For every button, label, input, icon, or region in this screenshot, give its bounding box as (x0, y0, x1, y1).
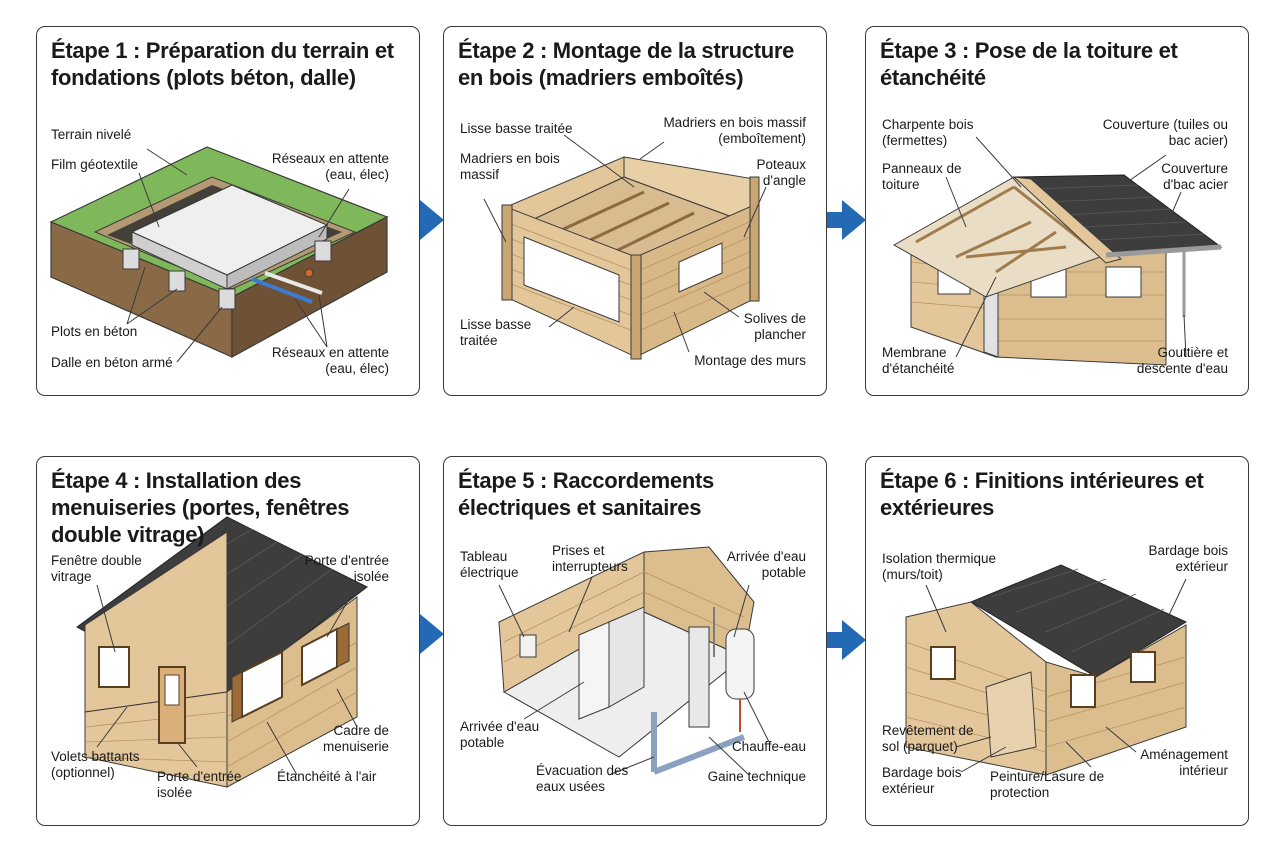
label-plots-beton: Plots en béton (51, 324, 137, 340)
label-montage-murs: Montage des murs (664, 353, 806, 369)
label-tableau-electrique: Tableau électrique (460, 549, 530, 581)
label-lisse-basse-haut: Lisse basse traitée (460, 121, 573, 137)
label-poteaux-angle: Poteaux d'angle (734, 157, 806, 189)
label-chauffe-eau: Chauffe-eau (706, 739, 806, 755)
label-membrane: Membrane d'étanchéité (882, 345, 982, 377)
label-prises-interrupteurs: Prises et interrupteurs (552, 543, 662, 575)
label-gouttiere: Gouttière et descente d'eau (1104, 345, 1228, 377)
label-charpente: Charpente bois (fermettes) (882, 117, 992, 149)
step-4-panel: Étape 4 : Installation des menuiseries (… (36, 456, 420, 826)
label-madriers-massif: Madriers en bois massif (460, 151, 580, 183)
step-title: Étape 1 : Préparation du terrain et fond… (51, 37, 407, 91)
label-amenagement: Aménagement intérieur (1118, 747, 1228, 779)
label-bardage-bas: Bardage bois extérieur (882, 765, 972, 797)
step-3-panel: Étape 3 : Pose de la toiture et étanchéi… (865, 26, 1249, 396)
label-porte-entree-haut: Porte d'entrée isolée (287, 553, 389, 585)
label-etancheite-air: Étanchéité à l'air (277, 769, 376, 785)
label-reseaux-haut: Réseaux en attente (eau, élec) (269, 151, 389, 183)
step-title: Étape 2 : Montage de la structure en boi… (458, 37, 814, 91)
label-couverture-tuiles: Couverture (tuiles ou bac acier) (1094, 117, 1228, 149)
label-film-geotextile: Film géotextile (51, 157, 138, 173)
label-couverture-bac: Couverture d'bac acier (1126, 161, 1228, 193)
step-5-panel: Étape 5 : Raccordements électriques et s… (443, 456, 827, 826)
label-panneaux-toiture: Panneaux de toiture (882, 161, 962, 193)
label-porte-entree-bas: Porte d'entrée isolée (157, 769, 257, 801)
label-evacuation: Évacuation des eaux usées (536, 763, 646, 795)
label-arrivee-eau-haut: Arrivée d'eau potable (706, 549, 806, 581)
label-reseaux-bas: Réseaux en attente (eau, élec) (269, 345, 389, 377)
label-dalle-beton: Dalle en béton armé (51, 355, 173, 371)
label-cadre-menuiserie: Cadre de menuiserie (299, 723, 389, 755)
label-arrivee-eau-bas: Arrivée d'eau potable (460, 719, 560, 751)
step-2-panel: Étape 2 : Montage de la structure en boi… (443, 26, 827, 396)
step-title: Étape 4 : Installation des menuiseries (… (51, 467, 407, 548)
label-peinture-lasure: Peinture/Lasure de protection (990, 769, 1105, 801)
step-6-panel: Étape 6 : Finitions intérieures et extér… (865, 456, 1249, 826)
label-isolation: Isolation thermique (murs/toit) (882, 551, 1012, 583)
label-lisse-basse-bas: Lisse basse traitée (460, 317, 550, 349)
label-volets-battants: Volets battants (optionnel) (51, 749, 151, 781)
label-terrain-nivele: Terrain nivelé (51, 127, 131, 143)
label-gaine-technique: Gaine technique (686, 769, 806, 785)
label-solives-plancher: Solives de plancher (724, 311, 806, 343)
label-fenetre-double: Fenêtre double vitrage (51, 553, 151, 585)
label-madriers-emboitement: Madriers en bois massif (emboîtement) (654, 115, 806, 147)
step-title: Étape 3 : Pose de la toiture et étanchéi… (880, 37, 1236, 91)
step-title: Étape 5 : Raccordements électriques et s… (458, 467, 814, 521)
step-1-panel: Étape 1 : Préparation du terrain et fond… (36, 26, 420, 396)
label-revetement-sol: Revêtement de sol (parquet) (882, 723, 992, 755)
label-bardage-haut: Bardage bois extérieur (1128, 543, 1228, 575)
step-title: Étape 6 : Finitions intérieures et extér… (880, 467, 1236, 521)
